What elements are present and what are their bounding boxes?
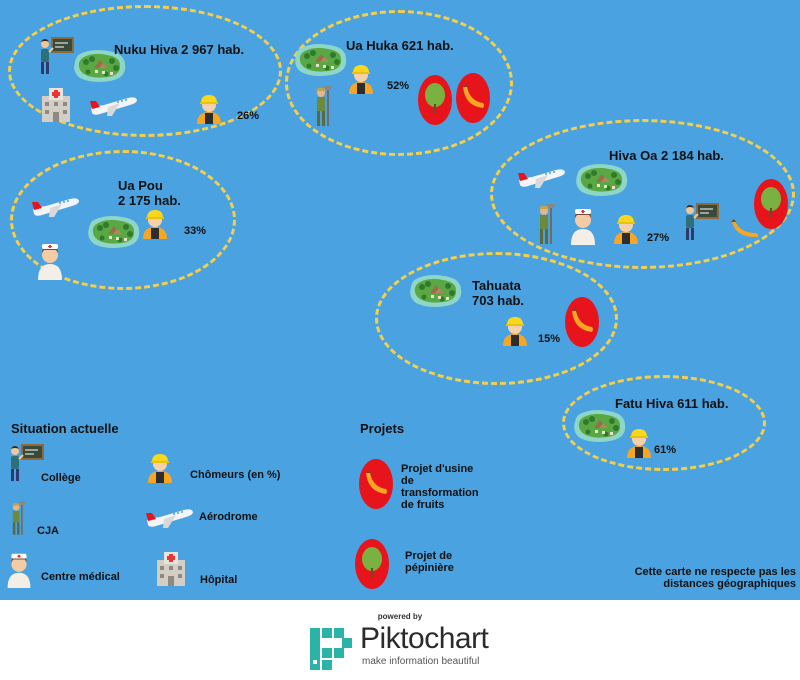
footer <box>0 600 800 680</box>
legend-nursery-1: Projet de <box>405 550 453 562</box>
worker-icon <box>140 207 170 239</box>
airplane-icon <box>88 92 138 118</box>
ua-huka-unemployment: 52% <box>387 80 410 92</box>
ua-pou-zone <box>10 150 236 290</box>
legend-unemployed: Chômeurs (en %) <box>190 469 281 481</box>
worker-icon <box>624 426 654 458</box>
airplane-icon <box>30 193 80 219</box>
map-note-2: distances géographiques <box>663 578 796 590</box>
fatu-hiva-unemployment: 61% <box>654 444 677 456</box>
legend-cja: CJA <box>37 525 60 537</box>
nursery-project-icon <box>354 538 390 590</box>
ua-pou-unemployment: 33% <box>184 225 207 237</box>
nuku-hiva-zone <box>8 5 282 137</box>
fruit-factory-project-icon <box>455 72 491 124</box>
worker-icon <box>611 212 641 244</box>
legend-projects-title: Projets <box>360 421 405 436</box>
worker-icon <box>145 451 175 483</box>
legend-fruit-factory-2: de <box>401 475 414 487</box>
tahuata-unemployment: 15% <box>538 333 561 345</box>
legend-airport: Aérodrome <box>199 511 258 523</box>
legend-fruit-factory-1: Projet d'usine <box>401 463 474 475</box>
island-icon <box>574 162 630 198</box>
hospital-icon <box>40 86 72 122</box>
map-note-1: Cette carte ne respecte pas les <box>634 566 796 578</box>
hiva-oa-unemployment: 27% <box>647 232 670 244</box>
college-icon <box>8 443 44 483</box>
tahuata-label-1: Tahuata <box>472 278 521 293</box>
worker-icon <box>346 62 376 94</box>
island-icon <box>86 214 142 250</box>
legend-hospital: Hôpital <box>200 574 238 586</box>
fatu-hiva-label: Fatu Hiva 611 hab. <box>615 396 729 411</box>
banana-icon <box>730 219 760 241</box>
fruit-factory-project-icon <box>358 458 394 510</box>
hiva-oa-zone <box>490 119 795 269</box>
fruit-factory-project-icon <box>564 296 600 348</box>
island-icon <box>572 408 628 444</box>
ua-huka-zone <box>285 10 513 156</box>
nursery-project-icon <box>417 74 453 126</box>
worker-icon <box>194 92 224 124</box>
airplane-icon <box>144 504 194 530</box>
farmer-icon <box>7 500 27 538</box>
legend-nursery-2: pépinière <box>405 562 454 574</box>
nurse-icon <box>567 205 599 245</box>
archipelago-map: Nuku Hiva 2 967 hab. 26% Ua Huka 621 hab… <box>0 0 800 600</box>
piktochart-logo-icon[interactable] <box>308 626 354 677</box>
island-icon <box>408 273 464 309</box>
legend-fruit-factory-3: transformation <box>401 487 479 499</box>
nurse-icon <box>3 550 35 588</box>
fatu-hiva-zone <box>562 375 766 471</box>
nuku-hiva-unemployment: 26% <box>237 110 260 122</box>
legend-current-title: Situation actuelle <box>11 421 119 436</box>
ua-pou-label-2: 2 175 hab. <box>118 193 181 208</box>
airplane-icon <box>516 164 566 190</box>
college-icon <box>38 36 74 76</box>
piktochart-tagline: make information beautiful <box>362 656 480 667</box>
piktochart-brand[interactable]: Piktochart <box>360 622 489 655</box>
worker-icon <box>500 314 530 346</box>
ua-huka-label: Ua Huka 621 hab. <box>346 38 454 53</box>
ua-pou-label-1: Ua Pou <box>118 178 163 193</box>
nuku-hiva-label: Nuku Hiva 2 967 hab. <box>114 42 245 57</box>
legend-college: Collège <box>41 472 81 484</box>
tahuata-zone <box>375 252 618 385</box>
hiva-oa-label: Hiva Oa 2 184 hab. <box>609 148 724 163</box>
tahuata-label-2: 703 hab. <box>472 293 525 308</box>
island-icon <box>293 42 349 78</box>
farmer-icon <box>535 202 555 248</box>
hospital-icon <box>155 550 187 586</box>
legend-medical: Centre médical <box>41 571 120 583</box>
college-icon <box>683 202 719 242</box>
farmer-icon <box>312 84 332 130</box>
nurse-icon <box>34 240 66 280</box>
powered-by: powered by <box>377 612 423 621</box>
legend-fruit-factory-4: de fruits <box>401 499 445 511</box>
